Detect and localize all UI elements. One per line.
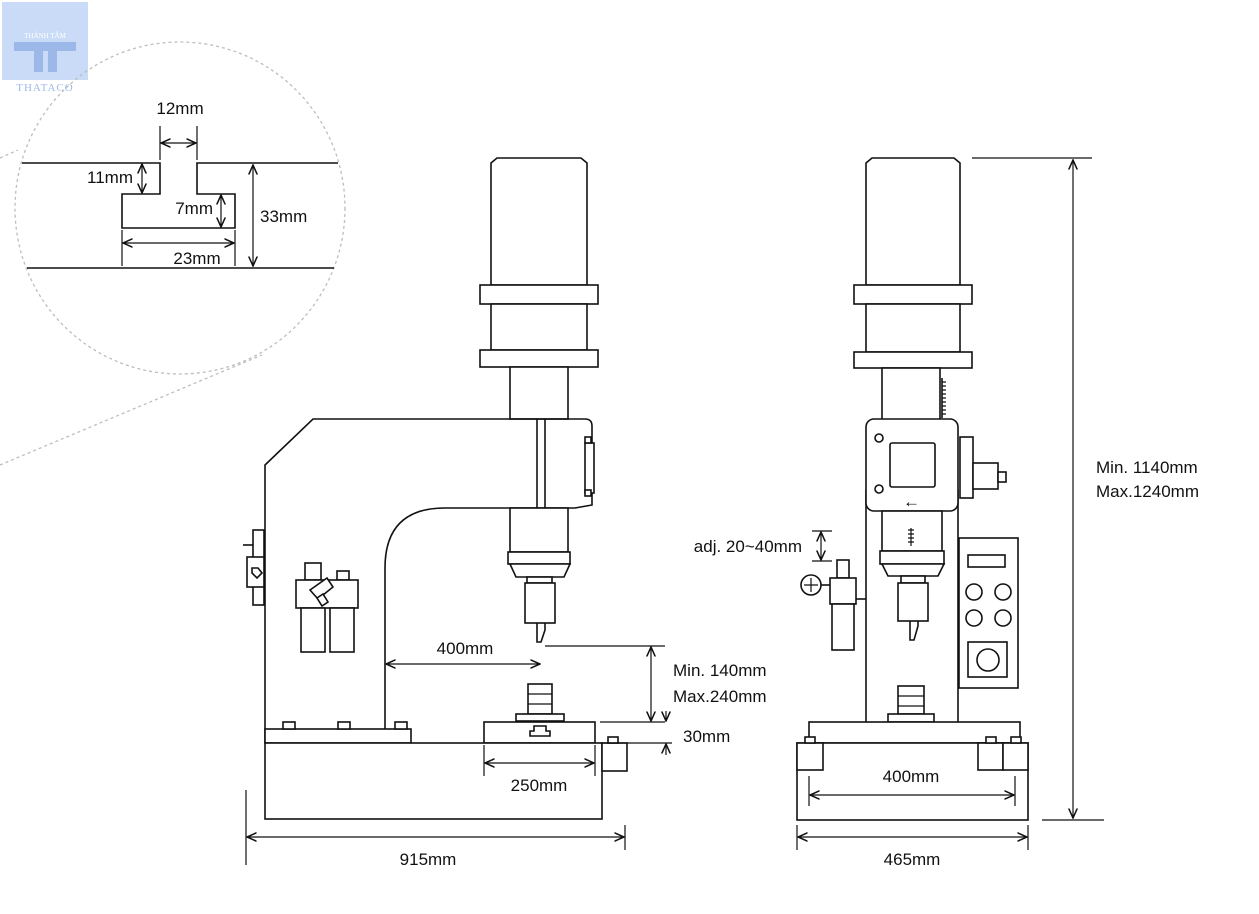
detail-leader-bottom xyxy=(0,354,263,466)
side-air-unit xyxy=(829,577,857,605)
dim-label-total-height: 33mm xyxy=(260,207,307,226)
front-base xyxy=(264,742,603,820)
side-panel-button xyxy=(965,583,983,601)
front-side-valve xyxy=(246,556,265,588)
front-cylinder-flange-bottom xyxy=(479,349,599,368)
front-riveting-tool xyxy=(524,582,556,624)
side-riveting-tool xyxy=(897,582,929,622)
side-direction-arrow: ← xyxy=(903,492,920,511)
side-panel-display xyxy=(967,554,1006,568)
dim-label-base-inner: 400mm xyxy=(883,767,940,786)
dim-label-overall-depth: 465mm xyxy=(884,850,941,869)
front-frame xyxy=(264,418,593,743)
dim-label-stroke-max: Max.240mm xyxy=(673,687,767,706)
dim-label-overall-width: 915mm xyxy=(400,850,457,869)
side-panel-button xyxy=(994,583,1012,601)
dim-label-top-gap: 12mm xyxy=(156,99,203,118)
side-panel-button xyxy=(965,609,983,627)
dim-label-table-height: 30mm xyxy=(683,727,730,746)
front-side-box xyxy=(601,742,628,772)
side-cylinder xyxy=(865,157,961,286)
side-ram xyxy=(881,510,943,552)
front-view: 400mm Min. 140mm Max.240mm 30mm 250mm 91… xyxy=(243,157,767,869)
dim-label-step-depth: 11mm xyxy=(87,168,133,187)
front-anvil xyxy=(527,683,553,715)
slot-profile xyxy=(22,162,338,229)
dim-label-height-min: Min. 1140mm xyxy=(1096,458,1198,477)
detail-circle xyxy=(14,41,346,375)
dim-label-stroke-min: Min. 140mm xyxy=(673,661,767,680)
logo-top-text: THÀNH TÂM xyxy=(24,32,66,40)
side-panel-button xyxy=(994,609,1012,627)
company-logo: THÀNH TÂM THATACO xyxy=(2,2,88,94)
side-view: ← xyxy=(694,157,1199,869)
dim-label-slot-inner: 7mm xyxy=(175,199,213,218)
front-cylinder xyxy=(490,157,588,286)
logo-name: THATACO xyxy=(16,82,73,94)
dim-label-slot-width: 23mm xyxy=(173,249,220,268)
side-panel-emergency-button xyxy=(976,648,1000,672)
detail-leader-top xyxy=(0,149,19,159)
front-ram-head xyxy=(509,507,569,553)
side-anvil xyxy=(897,685,925,715)
slot-detail: 12mm 11mm 7mm 33mm 23mm xyxy=(0,41,346,466)
side-head-window xyxy=(889,442,936,488)
front-cylinder-flange-top xyxy=(479,284,599,305)
dim-label-adjustment: adj. 20~40mm xyxy=(694,537,802,556)
dim-label-height-max: Max.1240mm xyxy=(1096,482,1199,501)
dim-label-throat: 400mm xyxy=(437,639,494,658)
dim-label-table-width: 250mm xyxy=(511,776,568,795)
